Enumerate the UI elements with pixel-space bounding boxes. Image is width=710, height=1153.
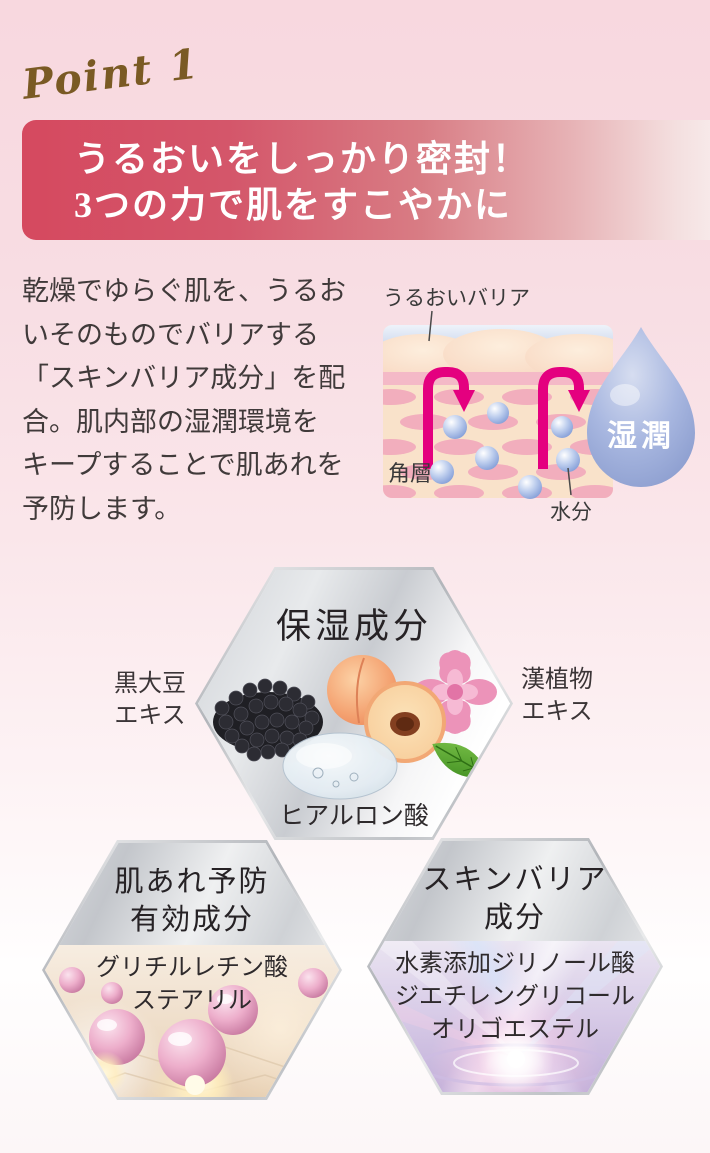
ingredient-label: 水素添加ジリノール酸 ジエチレングリコール オリゴエステル [395, 950, 635, 1043]
drop-label: 湿潤 [607, 420, 675, 453]
peony-illustration [413, 650, 497, 734]
point-badge: Point 1 [19, 39, 203, 109]
hexagon-anti-roughness: 肌あれ予防 有効成分 グリチルレチン酸 ステアリル [42, 840, 342, 1100]
hexagon-skin-barrier: スキンバリア 成分 水素添加ジリノール酸 ジエチレングリコール オリゴエステル [367, 838, 663, 1095]
moisture-barrier-label: うるおいバリア [383, 287, 530, 310]
hexagon-title: 保湿成分 [275, 607, 432, 646]
ingredients-collage-illustration [213, 650, 497, 800]
black-beans-illustration [213, 678, 323, 762]
down-arrow-icon [423, 367, 584, 469]
hexagon-title: スキンバリア 成分 [422, 864, 608, 934]
water-label: 水分 [550, 501, 592, 524]
ingredient-label: グリチルレチン酸 ステアリル [96, 954, 288, 1014]
intro-text: 乾燥でゆらぐ肌を、うるお いそのものでバリアする 「スキンバリア成分」を配 合。… [22, 276, 346, 524]
herb-extract-label: 漢植物 エキス [521, 666, 593, 725]
water-spheres [430, 402, 580, 499]
peach-illustration [327, 655, 446, 763]
gel-illustration [282, 732, 398, 800]
headline-line-2: 3つの力で肌をすこやかに [74, 185, 513, 225]
hexagon-title: 肌あれ予防 有効成分 [114, 866, 270, 936]
moisture-drop-icon [587, 327, 695, 487]
ingredient-label: ヒアルロン酸 [279, 802, 429, 830]
hexagon-moisturizing: 保湿成分 ヒアルロン酸 [195, 567, 513, 840]
headline-banner: うるおいをしっかり密封！ 3つの力で肌をすこやかに [22, 120, 710, 240]
headline-line-1: うるおいをしっかり密封！ [74, 139, 531, 179]
black-soybean-extract-label: 黒大豆 エキス [114, 670, 186, 729]
stratum-corneum-label: 角層 [388, 461, 432, 486]
skin-diagram: 湿潤 うるおいバリア 角層 水分 [383, 287, 695, 524]
